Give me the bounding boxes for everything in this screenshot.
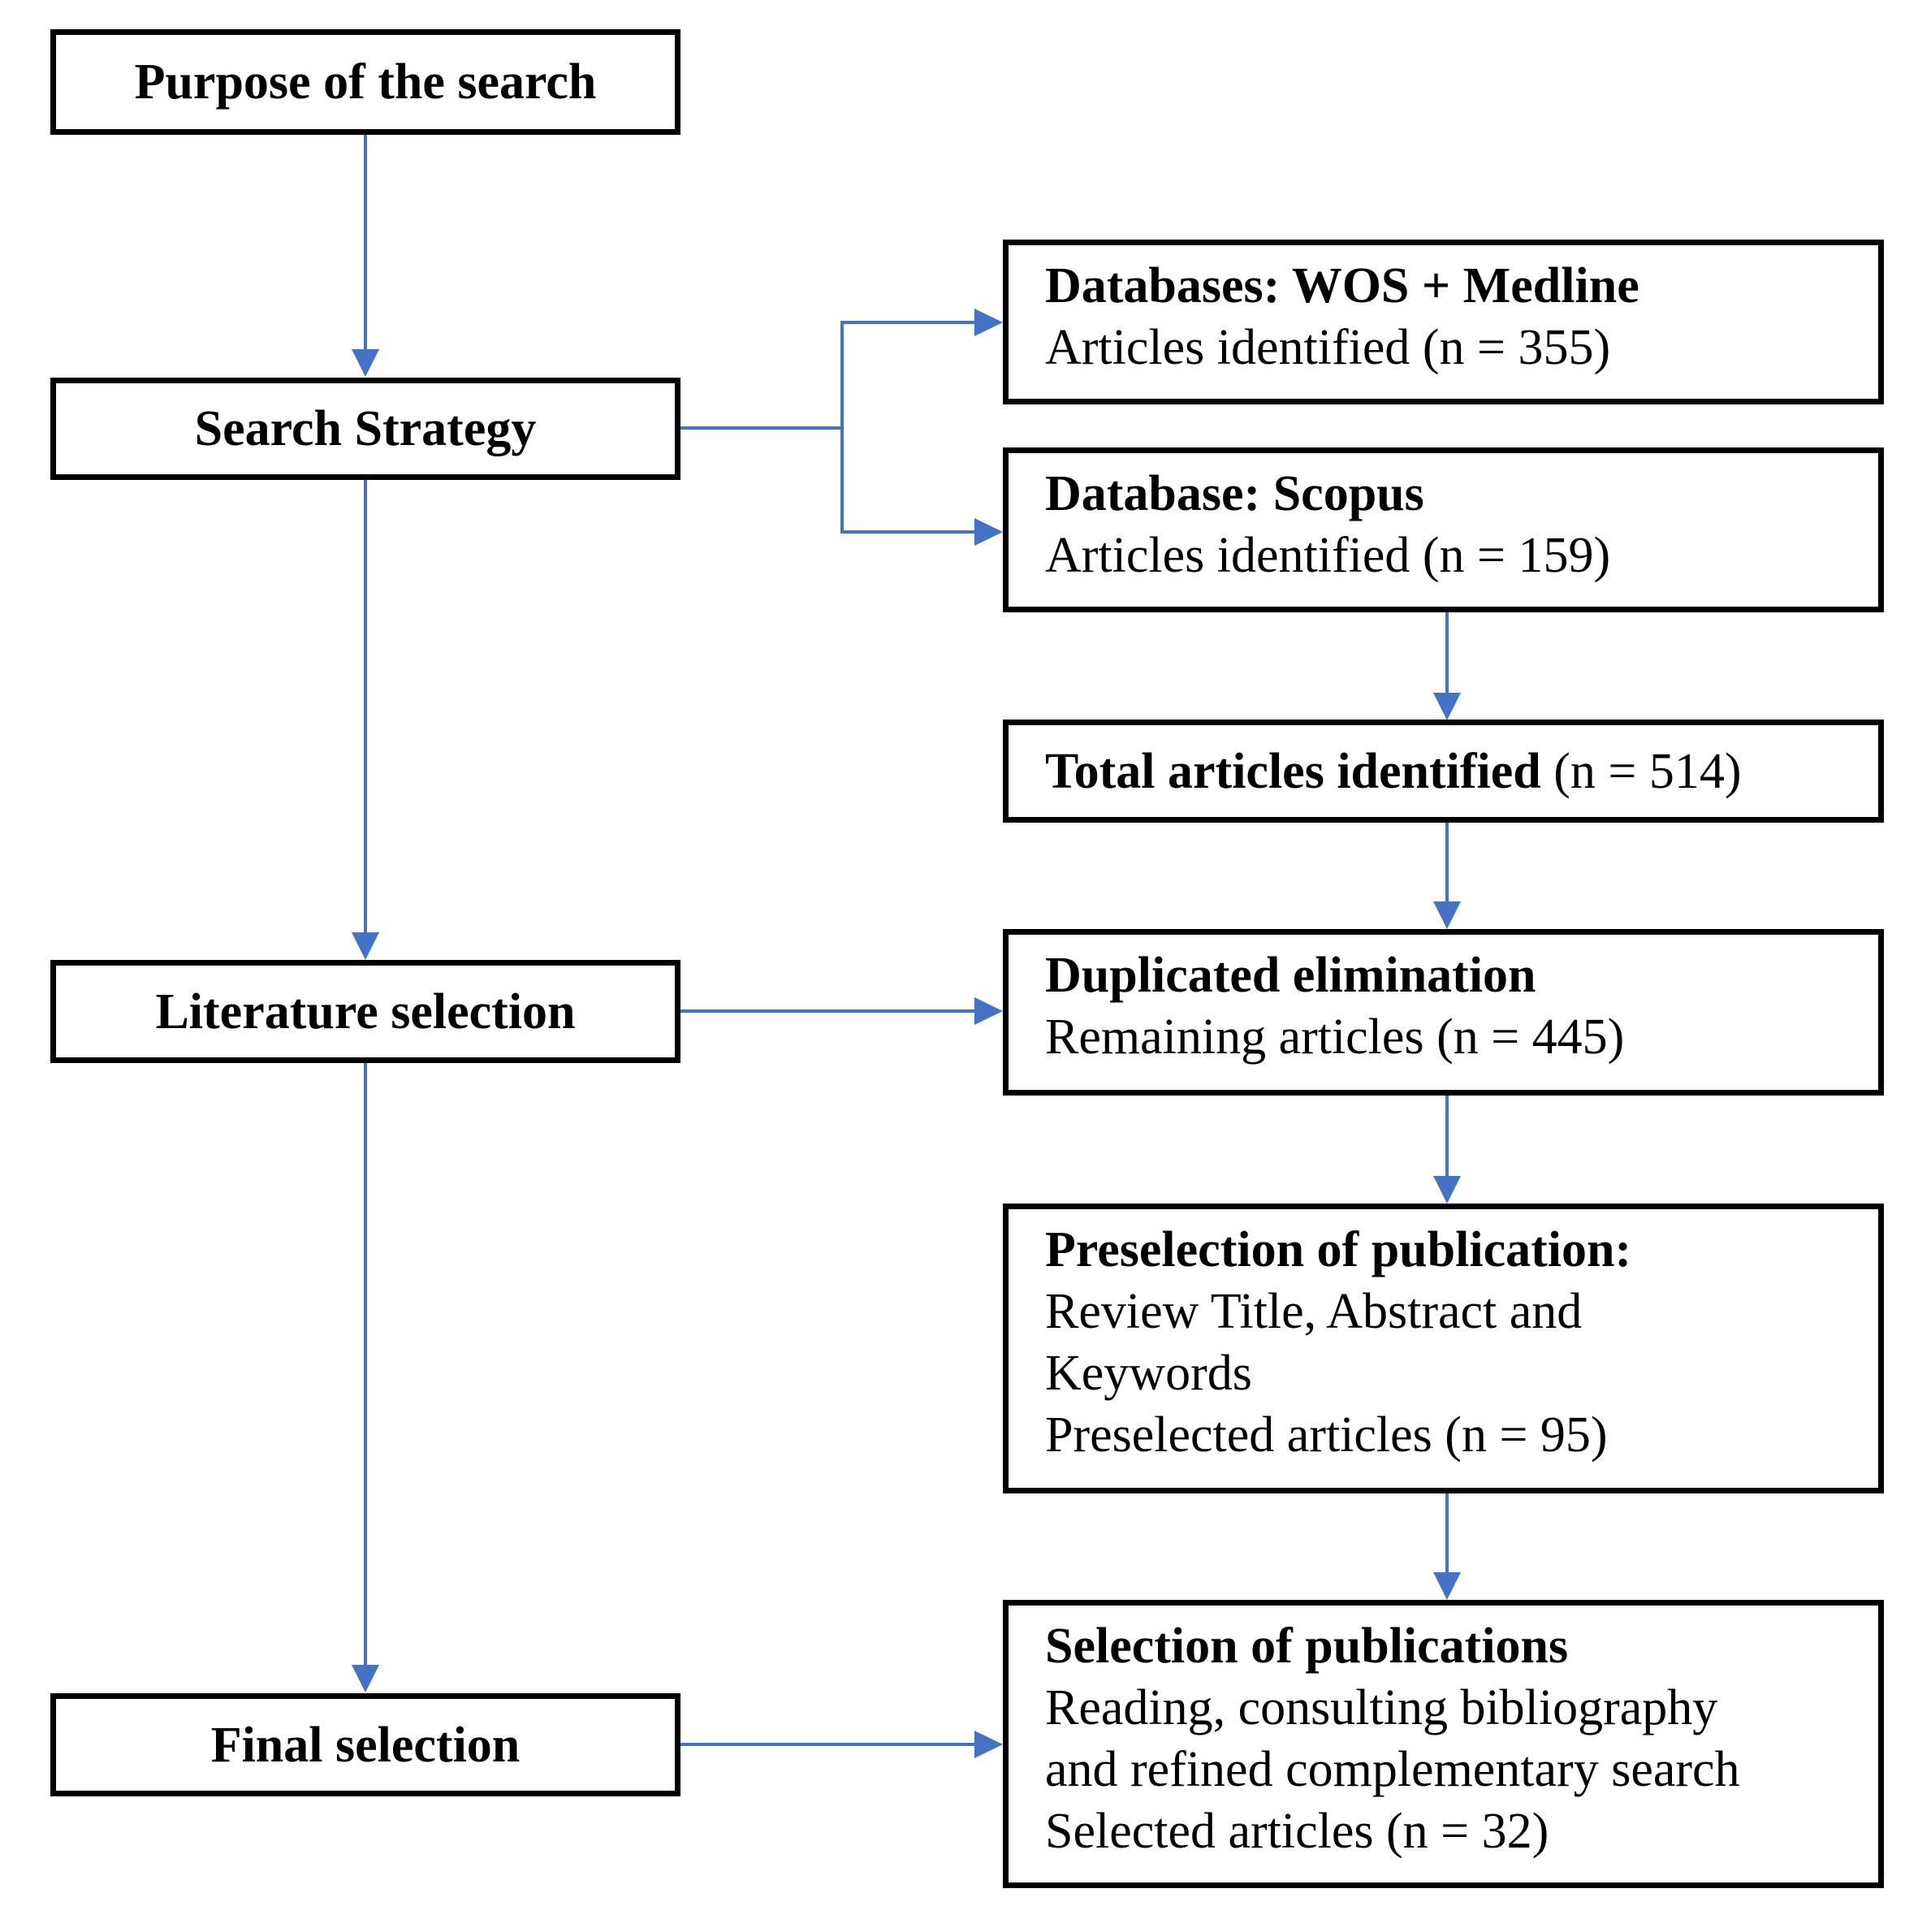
- total-identified-box: Total articles identified (n = 514): [1003, 720, 1884, 823]
- wos-medline-title: Databases: WOS + Medline: [1045, 258, 1639, 313]
- arrowhead: [1433, 901, 1461, 929]
- duplicates-title: Duplicated elimination: [1045, 948, 1536, 1003]
- search-strategy-label: Search Strategy: [194, 401, 537, 456]
- arrowhead: [352, 932, 379, 960]
- literature-selection-label: Literature selection: [155, 983, 576, 1039]
- selection-title: Selection of publications: [1045, 1619, 1569, 1674]
- scopus-title: Database: Scopus: [1045, 466, 1424, 521]
- duplicates-box: Duplicated elimination Remaining article…: [1003, 929, 1884, 1096]
- arrowhead: [1433, 1176, 1461, 1204]
- arrow-strategy-branch: [678, 321, 978, 430]
- arrow-strategy-branch-scopus: [840, 428, 978, 534]
- purpose-label: Purpose of the search: [134, 54, 597, 110]
- selection-line: Reading, consulting bibliography: [1045, 1680, 1718, 1735]
- arrowhead: [352, 1665, 379, 1692]
- final-selection-label: Final selection: [210, 1717, 521, 1773]
- arrowhead: [974, 518, 1003, 546]
- preselection-line: Keywords: [1045, 1346, 1252, 1401]
- preselection-box: Preselection of publication: Review Titl…: [1003, 1204, 1884, 1493]
- preselection-line: Review Title, Abstract and: [1045, 1284, 1583, 1339]
- arrowhead: [974, 1731, 1003, 1758]
- scopus-count: Articles identified (n = 159): [1045, 528, 1611, 583]
- total-identified-title: Total articles identified: [1045, 743, 1541, 799]
- arrowhead: [1433, 1572, 1461, 1600]
- wos-medline-box: Databases: WOS + Medline Articles identi…: [1003, 240, 1884, 404]
- selection-box: Selection of publications Reading, consu…: [1003, 1600, 1884, 1888]
- literature-selection-box: Literature selection: [50, 960, 680, 1063]
- preselection-count: Preselected articles (n = 95): [1045, 1407, 1608, 1463]
- selection-line: and refined complementary search: [1045, 1742, 1740, 1797]
- wos-medline-count: Articles identified (n = 355): [1045, 320, 1611, 375]
- selection-count: Selected articles (n = 32): [1045, 1804, 1549, 1859]
- arrowhead: [974, 309, 1003, 336]
- preselection-title: Preselection of publication:: [1045, 1222, 1632, 1277]
- arrowhead: [1433, 693, 1461, 720]
- duplicates-count: Remaining articles (n = 445): [1045, 1009, 1625, 1065]
- arrowhead: [974, 997, 1003, 1025]
- scopus-box: Database: Scopus Articles identified (n …: [1003, 447, 1884, 612]
- arrowhead: [352, 349, 379, 377]
- purpose-box: Purpose of the search: [50, 29, 680, 135]
- total-identified-count: (n = 514): [1540, 743, 1742, 799]
- final-selection-box: Final selection: [50, 1693, 680, 1796]
- search-strategy-box: Search Strategy: [50, 378, 680, 480]
